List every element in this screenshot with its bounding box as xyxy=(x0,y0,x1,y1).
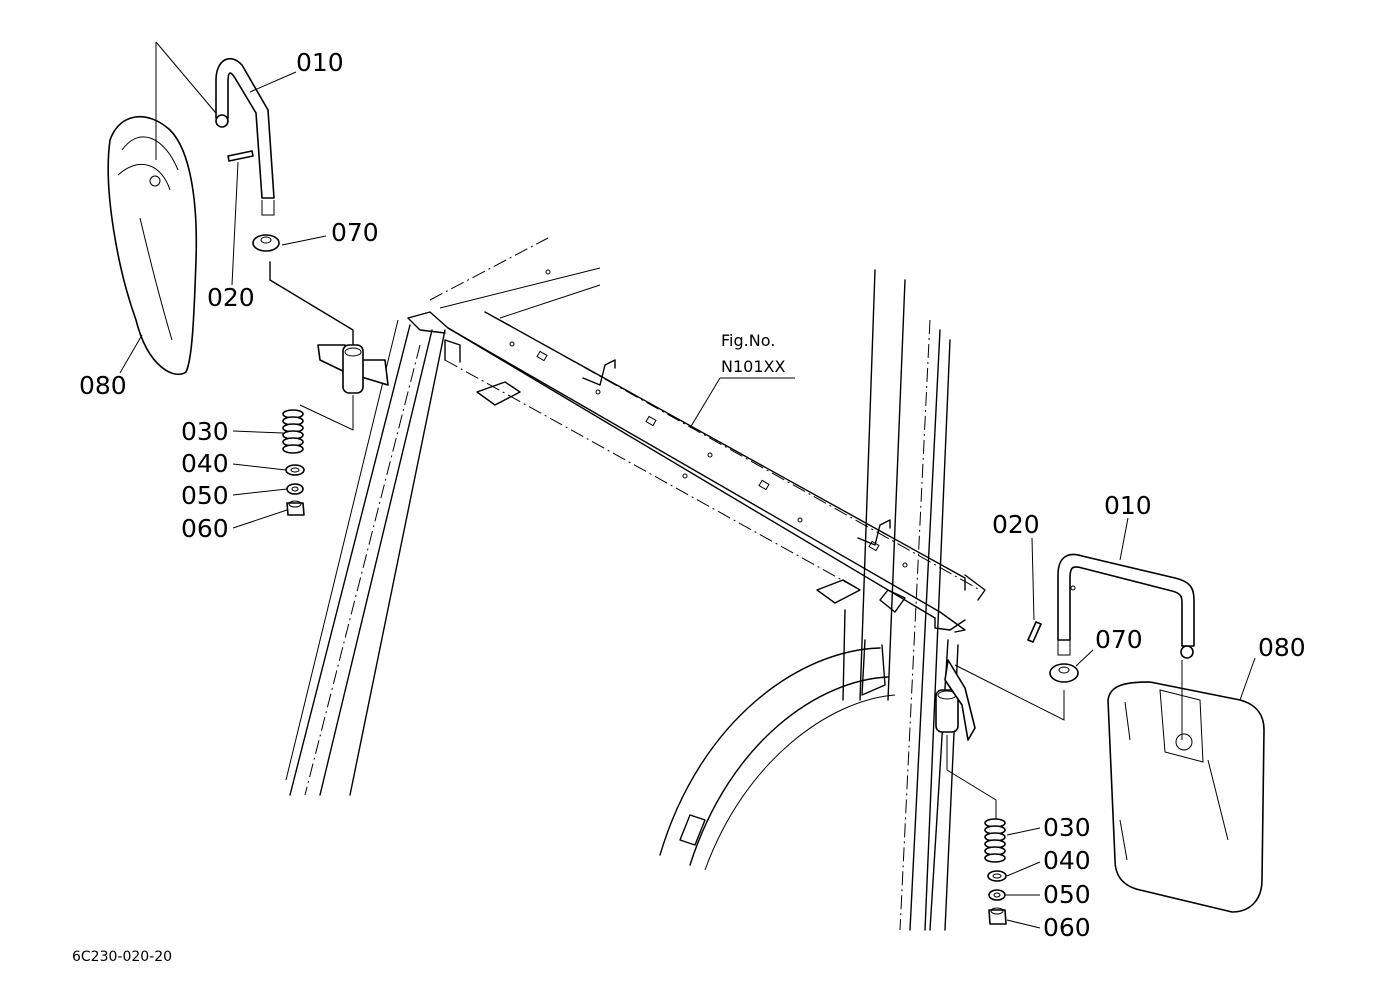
label-left-080: 080 xyxy=(79,371,127,400)
label-left-070: 070 xyxy=(331,218,379,247)
right-spring-030 xyxy=(984,818,1006,863)
label-right-060: 060 xyxy=(1043,913,1091,942)
label-right-070: 070 xyxy=(1095,625,1143,654)
figure-ref-line2: N101XX xyxy=(721,357,785,376)
right-mirror-assembly xyxy=(935,553,1265,925)
label-left-020: 020 xyxy=(207,283,255,312)
left-stay-010 xyxy=(215,57,275,199)
figure-ref-line1: Fig.No. xyxy=(721,331,775,350)
label-right-050: 050 xyxy=(1043,880,1091,909)
right-stay-010 xyxy=(1057,553,1195,647)
leader-lines xyxy=(119,71,1256,929)
left-washer-040 xyxy=(285,464,305,476)
label-right-040: 040 xyxy=(1043,846,1091,875)
label-left-060: 060 xyxy=(181,514,229,543)
label-right-020: 020 xyxy=(992,510,1040,539)
left-mirror-assembly xyxy=(107,41,389,516)
part-labels: 010 070 020 080 030 040 050 060 Fig.No. … xyxy=(72,48,1306,965)
right-pin-020 xyxy=(1027,621,1042,643)
left-pin-020 xyxy=(227,150,254,162)
right-washer-040 xyxy=(987,870,1007,882)
rops-frame xyxy=(285,237,986,931)
left-mirror-080 xyxy=(107,116,198,376)
label-right-010: 010 xyxy=(1104,491,1152,520)
label-left-050: 050 xyxy=(181,481,229,510)
label-right-030: 030 xyxy=(1043,813,1091,842)
label-left-040: 040 xyxy=(181,449,229,478)
label-left-030: 030 xyxy=(181,417,229,446)
label-left-010: 010 xyxy=(296,48,344,77)
left-spring-030 xyxy=(282,409,304,454)
right-washer-050 xyxy=(988,889,1006,901)
drawing-code: 6C230-020-20 xyxy=(72,949,172,965)
left-washer-050 xyxy=(286,483,304,495)
right-mirror-080 xyxy=(1107,681,1265,913)
label-right-080: 080 xyxy=(1258,633,1306,662)
